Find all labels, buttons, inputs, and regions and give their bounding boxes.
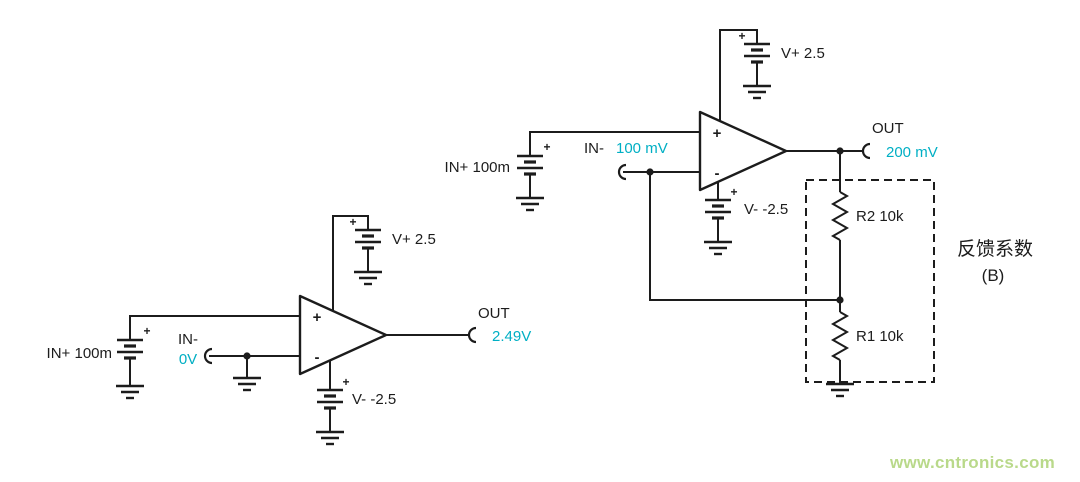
left-in-minus-value: 0V [179, 351, 197, 368]
left-vplus-label: V+ 2.5 [392, 231, 436, 248]
resistor-r2-icon [830, 191, 850, 241]
right-vplus-supply: + V+ 2.5 [719, 29, 825, 121]
left-output-terminal: OUT 2.49V [386, 305, 531, 345]
opamp-plus-pin: + [713, 125, 722, 142]
battery-plus-sign: + [543, 140, 550, 154]
watermark-text: www.cntronics.com [889, 453, 1055, 472]
right-circuit: + IN+ 100m IN- 100 mV + - [445, 29, 1033, 398]
terminal-icon [617, 163, 627, 181]
wire-feedback [649, 172, 840, 301]
left-in-plus-source: + IN+ 100m [47, 315, 300, 400]
left-in-minus-label: IN- [178, 331, 198, 348]
wire-vplus [332, 215, 369, 311]
right-vminus-label: V- -2.5 [744, 201, 788, 218]
feedback-annotation: 反馈系数 (B) [957, 238, 1033, 285]
ground-icon [704, 240, 732, 256]
battery-plus-sign: + [349, 215, 356, 229]
opamp-triangle-icon [298, 294, 388, 376]
wire-in-plus [529, 131, 700, 156]
feedback-dashed-box [805, 179, 935, 383]
right-vplus-label: V+ 2.5 [781, 45, 825, 62]
left-circuit: + IN+ 100m IN- 0V + [47, 215, 531, 446]
opamp-minus-pin: - [715, 165, 720, 182]
battery-icon [355, 228, 381, 250]
junction-dot [836, 296, 844, 304]
right-in-minus-value: 100 mV [616, 140, 668, 157]
opamp-triangle-icon [698, 110, 788, 192]
left-in-plus-label: IN+ 100m [47, 345, 112, 362]
terminal-icon [203, 347, 213, 365]
ground-icon [516, 196, 544, 212]
feedback-annotation-sub: (B) [982, 266, 1005, 285]
battery-plus-sign: + [730, 185, 737, 199]
battery-plus-sign: + [342, 375, 349, 389]
battery-plus-sign: + [143, 324, 150, 338]
left-vplus-supply: + V+ 2.5 [332, 215, 436, 311]
battery-icon [317, 388, 343, 410]
right-in-minus-terminal: IN- 100 mV [584, 140, 840, 301]
terminal-icon [861, 142, 871, 160]
right-out-label: OUT [872, 120, 904, 137]
left-vminus-label: V- -2.5 [352, 391, 396, 408]
ground-icon [826, 382, 854, 398]
ground-icon [233, 376, 261, 392]
ground-icon [354, 270, 382, 286]
right-in-plus-source: + IN+ 100m [445, 131, 700, 212]
left-in-minus-terminal: IN- 0V [178, 331, 300, 392]
left-out-label: OUT [478, 305, 510, 322]
r2-label: R2 10k [856, 208, 904, 225]
ground-icon [743, 84, 771, 100]
battery-icon [117, 338, 143, 360]
opamp-plus-pin: + [313, 309, 322, 326]
feedback-network: R2 10k R1 10k [805, 151, 935, 398]
right-in-plus-label: IN+ 100m [445, 159, 510, 176]
resistor-r1-icon [830, 311, 850, 361]
opamp-minus-pin: - [315, 349, 320, 366]
feedback-annotation-title: 反馈系数 [957, 238, 1033, 260]
right-vminus-supply: + V- -2.5 [704, 182, 788, 256]
ground-icon [116, 384, 144, 400]
battery-icon [705, 198, 731, 220]
right-output-terminal: OUT 200 mV [786, 120, 938, 161]
left-opamp: + - [298, 294, 388, 376]
right-out-value: 200 mV [886, 144, 938, 161]
r1-label: R1 10k [856, 328, 904, 345]
left-vminus-supply: + V- -2.5 [316, 360, 396, 446]
wire-vplus [719, 29, 758, 121]
right-opamp: + - [698, 110, 788, 192]
battery-icon [517, 154, 543, 176]
battery-plus-sign: + [738, 29, 745, 43]
ground-icon [316, 430, 344, 446]
left-out-value: 2.49V [492, 328, 531, 345]
right-in-minus-label: IN- [584, 140, 604, 157]
battery-icon [744, 42, 770, 64]
terminal-icon [467, 326, 477, 344]
wire-in-plus [129, 315, 300, 340]
